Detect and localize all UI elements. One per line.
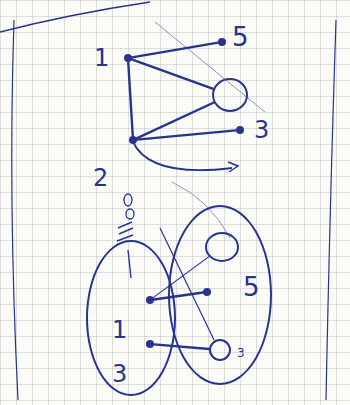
empty-vertex bbox=[205, 232, 239, 262]
margin-line bbox=[12, 20, 18, 400]
graph-edge bbox=[154, 344, 209, 349]
open-stroke bbox=[133, 142, 232, 170]
vertex-set: 53 bbox=[168, 205, 272, 385]
vertex-label: 2 bbox=[93, 166, 108, 190]
graph-vertex: 3 bbox=[146, 340, 154, 348]
graph-edge bbox=[137, 130, 236, 139]
faint-line bbox=[155, 22, 265, 112]
graph-edge bbox=[132, 59, 213, 89]
stroke-tip bbox=[228, 162, 238, 172]
graph-vertex: 5 bbox=[218, 38, 226, 46]
vertex-label: 3 bbox=[254, 118, 269, 142]
vertex-label: 5 bbox=[243, 274, 260, 300]
graph-vertex: 5 bbox=[203, 288, 211, 296]
empty-vertex: 3 bbox=[209, 339, 231, 361]
vertex-label: 1 bbox=[94, 46, 109, 70]
graph-vertex: 3 bbox=[236, 126, 244, 134]
vertex-label: 3 bbox=[112, 362, 127, 386]
scribble bbox=[124, 194, 132, 206]
graph-edge bbox=[153, 257, 209, 298]
vertex-set: 13 bbox=[86, 240, 176, 396]
vertex-label: 3 bbox=[237, 347, 245, 359]
faint-line bbox=[172, 182, 230, 238]
graph-vertex: 1 bbox=[124, 54, 132, 62]
vertex-label: 1 bbox=[112, 318, 127, 342]
scribble bbox=[126, 209, 134, 219]
graph-vertex: 2 bbox=[129, 136, 137, 144]
graph-edge bbox=[132, 43, 218, 58]
margin-line bbox=[326, 20, 336, 400]
graph-vertex: 1 bbox=[146, 296, 154, 304]
graph-edge bbox=[154, 293, 203, 300]
scribble bbox=[117, 222, 133, 278]
empty-vertex bbox=[212, 78, 248, 112]
graph-edge bbox=[128, 62, 133, 136]
page-stroke bbox=[0, 2, 150, 32]
vertex-label: 5 bbox=[232, 24, 249, 50]
